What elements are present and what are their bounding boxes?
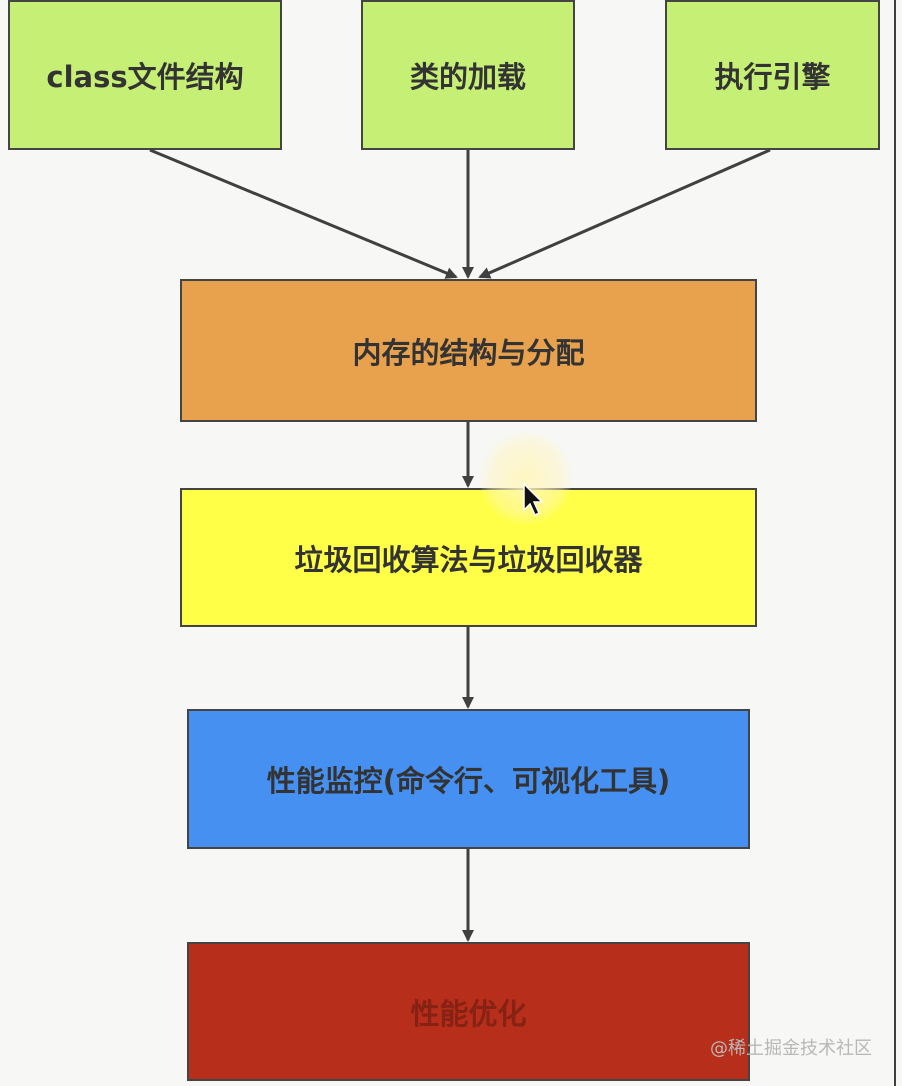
node-label: 性能监控(命令行、可视化工具) [266, 764, 671, 798]
node-class-file-structure: class文件结构 [8, 0, 282, 150]
node-performance-optimization: 性能优化 [187, 942, 750, 1081]
node-execution-engine: 执行引擎 [665, 0, 880, 150]
node-label: 执行引擎 [714, 60, 831, 94]
node-label: 类的加载 [409, 60, 526, 94]
watermark: @稀土掘金技术社区 [710, 1038, 872, 1059]
node-label: 内存的结构与分配 [352, 335, 585, 370]
arrow-engine-to-memory [478, 148, 771, 279]
node-performance-monitoring: 性能监控(命令行、可视化工具) [187, 709, 750, 849]
node-garbage-collection: 垃圾回收算法与垃圾回收器 [180, 488, 757, 627]
node-label: 性能优化 [410, 996, 527, 1031]
node-memory-structure: 内存的结构与分配 [180, 279, 757, 422]
mouse-pointer-icon [523, 482, 544, 517]
node-class-loading: 类的加载 [361, 0, 575, 150]
node-label: 垃圾回收算法与垃圾回收器 [294, 542, 643, 577]
node-label: class文件结构 [46, 60, 244, 94]
arrow-class-to-memory [149, 148, 458, 279]
right-border-line [894, 0, 896, 1086]
